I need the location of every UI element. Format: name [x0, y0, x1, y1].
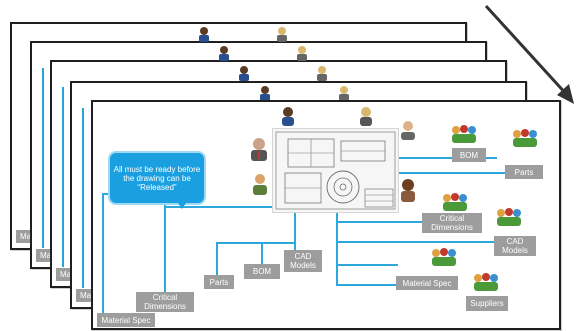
input-critical-dimensions: Critical Dimensions — [136, 292, 194, 312]
person-group-icon — [513, 129, 537, 147]
person-female-icon — [360, 107, 372, 126]
output-parts: Parts — [505, 165, 543, 179]
connector-line — [336, 211, 338, 286]
person-group-icon — [443, 193, 467, 211]
input-material-spec: Material Spec — [97, 313, 155, 327]
person-male-icon — [251, 138, 267, 161]
connector-line — [336, 264, 398, 266]
input-cad-models: CAD Models — [284, 250, 322, 272]
person-female-icon — [260, 86, 270, 101]
connector-line — [261, 242, 263, 264]
person-female-icon — [297, 46, 307, 61]
input-parts: Parts — [204, 275, 234, 289]
diagonal-arrow-icon — [484, 4, 574, 104]
output-bom: BOM — [452, 148, 486, 162]
person-group-icon — [432, 248, 456, 266]
person-female-icon — [199, 27, 209, 42]
connector-line — [336, 221, 422, 223]
connector-line — [102, 193, 104, 315]
input-bom: BOM — [244, 264, 280, 279]
person-female-icon — [239, 66, 249, 81]
release-callout: All must be ready before the drawing can… — [108, 151, 206, 205]
person-group-icon — [474, 273, 498, 291]
person-female-icon — [401, 179, 415, 202]
engineering-drawing-icon — [272, 128, 399, 213]
connector-line — [397, 172, 505, 174]
person-group-icon — [452, 125, 476, 143]
output-cad-models: CAD Models — [494, 236, 536, 256]
person-female-icon — [282, 107, 294, 126]
person-female-icon — [317, 66, 327, 81]
output-material-spec: Material Spec — [396, 276, 458, 290]
connector-line — [336, 241, 494, 243]
connector-line — [216, 242, 218, 276]
person-male-icon — [253, 174, 267, 195]
person-female-icon — [339, 86, 349, 101]
connector-line — [216, 242, 296, 244]
connector-line — [102, 193, 112, 195]
output-suppliers: Suppliers — [466, 296, 508, 311]
person-group-icon — [497, 208, 521, 226]
connector-line — [294, 211, 296, 251]
connector-line — [397, 157, 497, 159]
person-female-icon — [277, 27, 287, 42]
connector-line — [164, 193, 166, 296]
person-female-icon — [219, 46, 229, 61]
output-critical-dimensions: Critical Dimensions — [422, 213, 482, 233]
connector-line — [164, 206, 272, 208]
callout-tail — [176, 200, 188, 209]
person-male-icon — [401, 121, 415, 140]
